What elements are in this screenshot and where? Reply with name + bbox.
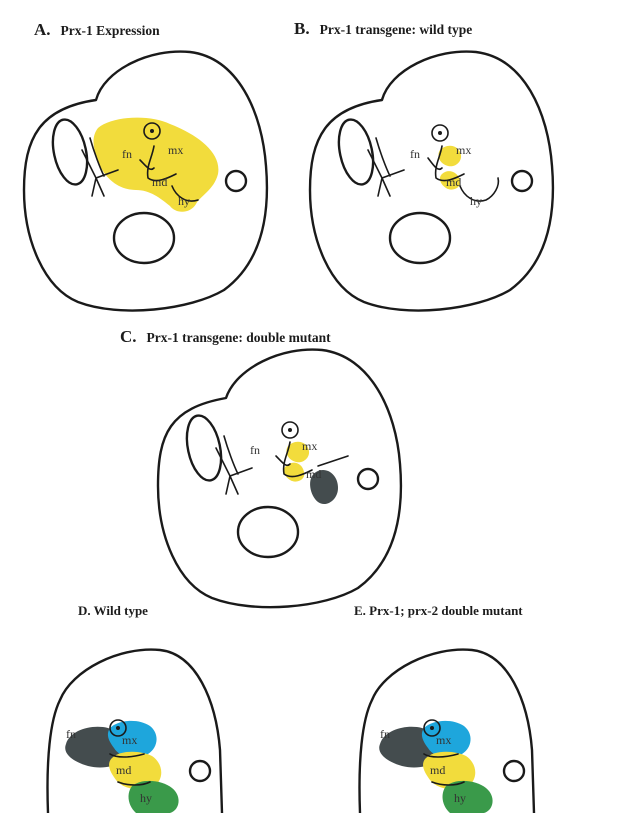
otic-vesicle (504, 761, 524, 781)
label-fn-e: fn (380, 727, 390, 741)
label-mx-e: mx (436, 733, 451, 747)
label-md-e: md (430, 763, 445, 777)
stomodeum-dot (430, 726, 434, 730)
label-hy-e: hy (454, 791, 466, 805)
